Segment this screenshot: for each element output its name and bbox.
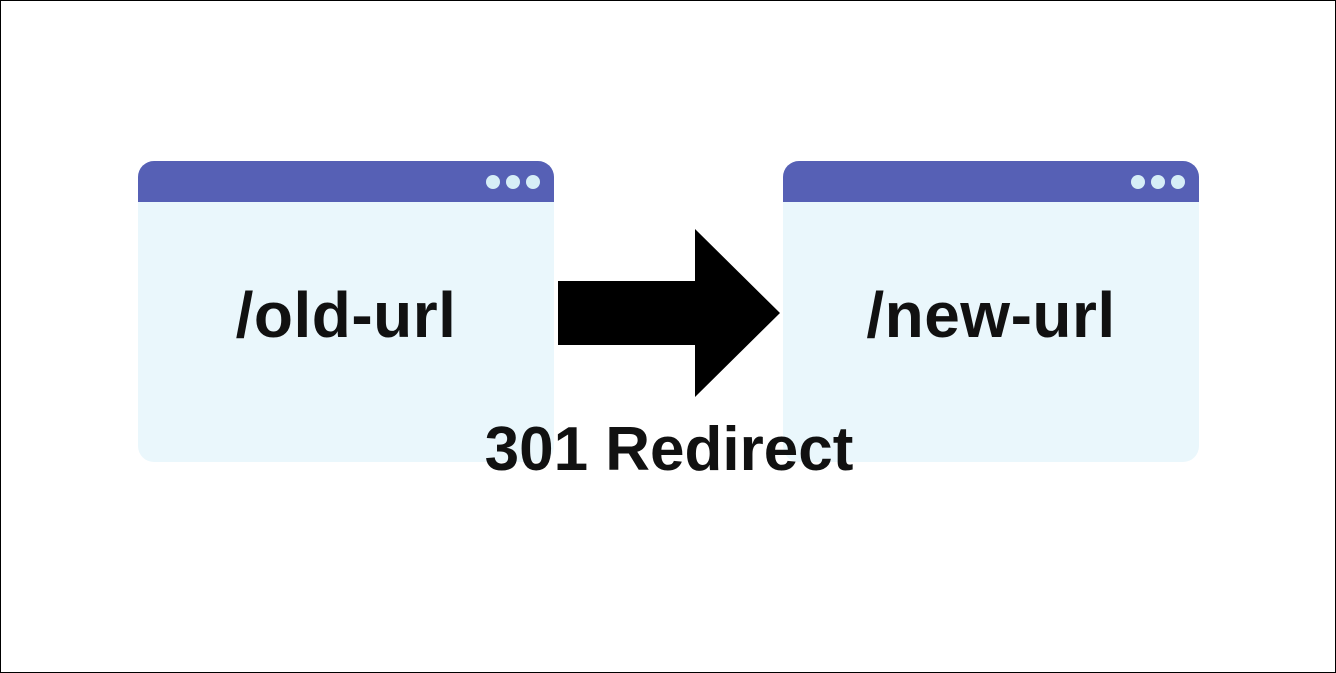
old-url-browser-window: /old-url xyxy=(138,161,554,462)
dot xyxy=(1131,175,1145,189)
window-titlebar xyxy=(783,161,1199,202)
dot xyxy=(506,175,520,189)
dot xyxy=(486,175,500,189)
new-url-browser-window: /new-url xyxy=(783,161,1199,462)
right-arrow-icon xyxy=(558,229,780,397)
window-titlebar xyxy=(138,161,554,202)
redirect-label: 301 Redirect xyxy=(484,415,854,484)
new-url-label: /new-url xyxy=(866,279,1116,351)
dot xyxy=(526,175,540,189)
dot xyxy=(1151,175,1165,189)
dot xyxy=(1171,175,1185,189)
old-url-label: /old-url xyxy=(235,279,457,351)
three-dots-menu-icon xyxy=(486,175,540,189)
three-dots-menu-icon xyxy=(1131,175,1185,189)
